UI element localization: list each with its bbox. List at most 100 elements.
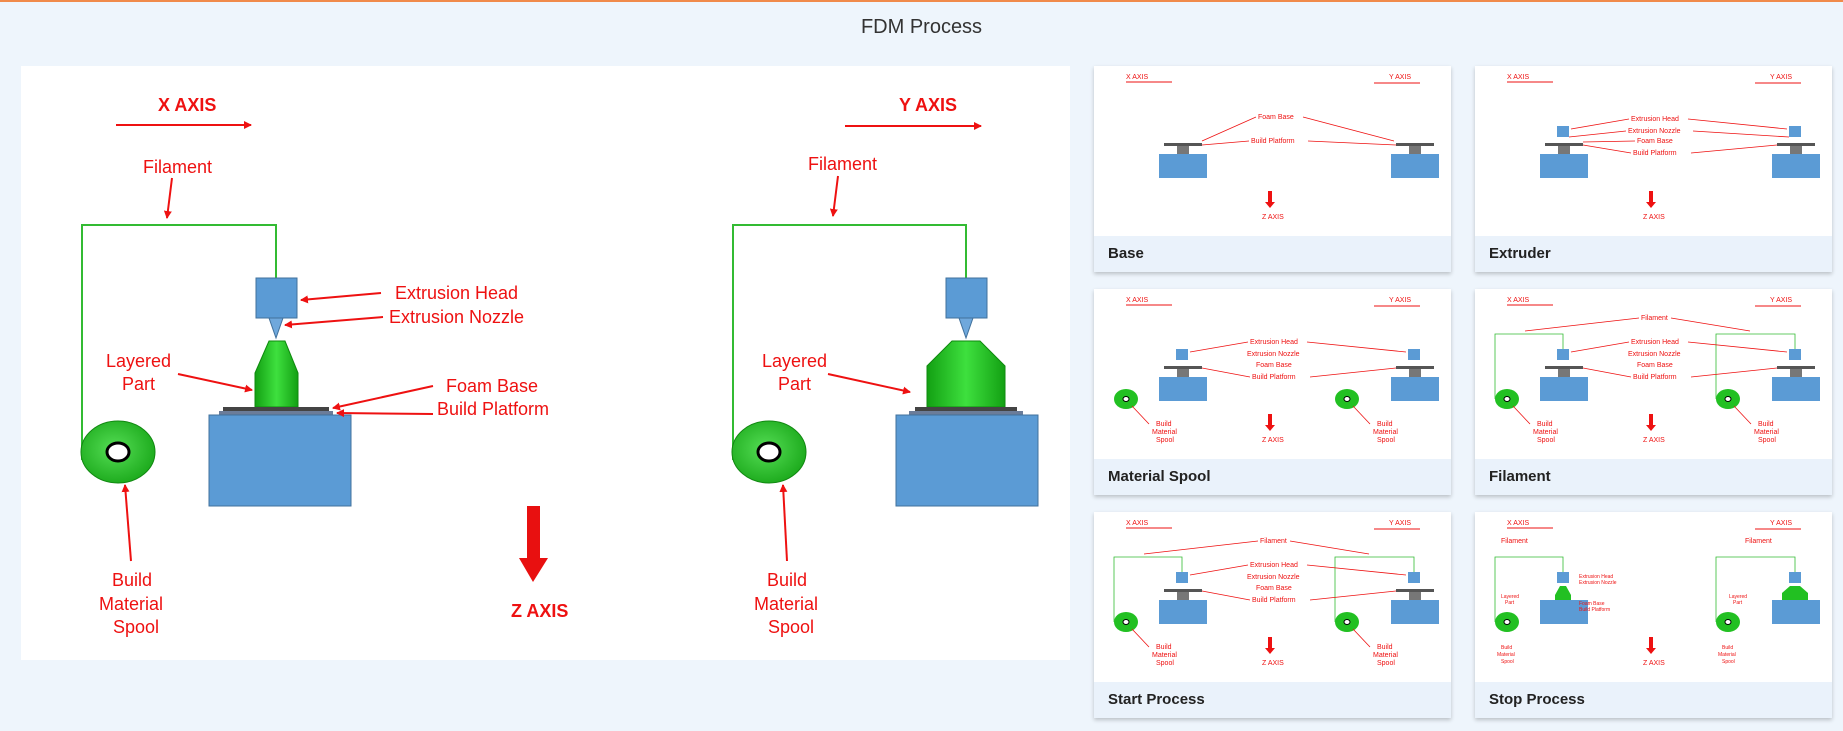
svg-text:Extrusion Nozzle: Extrusion Nozzle bbox=[1628, 351, 1681, 358]
svg-text:X AXIS: X AXIS bbox=[1126, 520, 1149, 527]
filament-label-right: Filament bbox=[808, 154, 877, 174]
step-label: Extruder bbox=[1475, 236, 1832, 272]
svg-text:Extrusion Head: Extrusion Head bbox=[1250, 562, 1298, 569]
svg-text:Y AXIS: Y AXIS bbox=[1389, 297, 1411, 304]
svg-text:Material: Material bbox=[1152, 429, 1177, 436]
svg-text:X AXIS: X AXIS bbox=[1507, 520, 1530, 527]
layered-part-label-2: Part bbox=[122, 374, 155, 394]
svg-text:Part: Part bbox=[1505, 600, 1515, 606]
layered-part bbox=[254, 340, 299, 408]
svg-text:Build: Build bbox=[1537, 421, 1553, 428]
svg-text:Build Platform: Build Platform bbox=[1633, 374, 1677, 381]
build-platform-label: Build Platform bbox=[437, 399, 549, 419]
svg-text:Extrusion Head: Extrusion Head bbox=[1579, 574, 1613, 580]
svg-text:Build: Build bbox=[1156, 421, 1172, 428]
svg-text:Y AXIS: Y AXIS bbox=[1389, 74, 1411, 81]
svg-text:Foam Base: Foam Base bbox=[1637, 138, 1673, 145]
step-label: Base bbox=[1094, 236, 1451, 272]
svg-text:Foam Base: Foam Base bbox=[1637, 362, 1673, 369]
svg-text:Foam Base: Foam Base bbox=[1256, 585, 1292, 592]
svg-text:Build: Build bbox=[1501, 645, 1512, 651]
spool-label-right-1: Build bbox=[767, 570, 807, 590]
svg-text:Extrusion Nozzle: Extrusion Nozzle bbox=[1579, 580, 1617, 586]
svg-text:Spool: Spool bbox=[1156, 437, 1174, 444]
svg-text:Z AXIS: Z AXIS bbox=[1262, 214, 1284, 221]
svg-text:Material: Material bbox=[1533, 429, 1558, 436]
fdm-diagram: X AXIS Y AXIS Filament Extrusion Head bbox=[80, 95, 1039, 637]
svg-text:Build Platform: Build Platform bbox=[1633, 150, 1677, 157]
thumbnail-material-spool: X AXIS Y AXIS Extrusion Head Extrusion N… bbox=[1114, 297, 1439, 444]
svg-text:Spool: Spool bbox=[1537, 437, 1555, 444]
fdm-diagram-panel: X AXIS Y AXIS Filament Extrusion Head bbox=[21, 66, 1070, 660]
svg-text:Z AXIS: Z AXIS bbox=[1643, 437, 1665, 444]
svg-text:Build: Build bbox=[1156, 644, 1172, 651]
svg-text:Y AXIS: Y AXIS bbox=[1770, 520, 1792, 527]
svg-text:Material: Material bbox=[1718, 652, 1736, 658]
svg-text:Build Platform: Build Platform bbox=[1252, 597, 1296, 604]
layered-part-label-right-1: Layered bbox=[762, 351, 827, 371]
extrusion-nozzle-label: Extrusion Nozzle bbox=[389, 307, 524, 327]
svg-text:Material: Material bbox=[1373, 429, 1398, 436]
svg-text:Y AXIS: Y AXIS bbox=[1770, 74, 1792, 81]
svg-text:X AXIS: X AXIS bbox=[1507, 297, 1530, 304]
layered-part-label-right-2: Part bbox=[778, 374, 811, 394]
svg-text:Spool: Spool bbox=[1501, 659, 1514, 665]
step-label: Start Process bbox=[1094, 682, 1451, 718]
spool-label-3: Spool bbox=[113, 617, 159, 637]
step-card-start-process[interactable]: X AXIS Y AXIS Filament Extrusion Head Ex… bbox=[1094, 512, 1451, 718]
svg-text:Build: Build bbox=[1722, 645, 1733, 651]
svg-text:Z AXIS: Z AXIS bbox=[1262, 437, 1284, 444]
step-label: Filament bbox=[1475, 459, 1832, 495]
step-card-material-spool[interactable]: X AXIS Y AXIS Extrusion Head Extrusion N… bbox=[1094, 289, 1451, 495]
svg-text:Z AXIS: Z AXIS bbox=[1262, 660, 1284, 667]
spool-label-right-3: Spool bbox=[768, 617, 814, 637]
step-card-stop-process[interactable]: X AXIS Y AXIS Filament Filament Extrusio… bbox=[1475, 512, 1832, 718]
step-card-extruder[interactable]: X AXIS Y AXIS Extrusion Head Extrusion N… bbox=[1475, 66, 1832, 272]
y-axis-label: Y AXIS bbox=[899, 95, 957, 115]
filament-label: Filament bbox=[143, 157, 212, 177]
svg-text:Spool: Spool bbox=[1758, 437, 1776, 444]
svg-text:Part: Part bbox=[1733, 600, 1743, 606]
svg-text:Y AXIS: Y AXIS bbox=[1770, 297, 1792, 304]
svg-text:Build: Build bbox=[1377, 644, 1393, 651]
left-machine bbox=[80, 224, 352, 507]
thumbnail-filament: X AXIS Y AXIS Filament Extrusion Head Ex… bbox=[1494, 297, 1820, 444]
svg-text:Build: Build bbox=[1758, 421, 1774, 428]
step-card-filament[interactable]: X AXIS Y AXIS Filament Extrusion Head Ex… bbox=[1475, 289, 1832, 495]
page-title: FDM Process bbox=[860, 16, 983, 38]
right-machine bbox=[731, 224, 1039, 507]
step-card-base[interactable]: X AXIS Y AXIS Foam Base Build Platform Z… bbox=[1094, 66, 1451, 272]
svg-text:Z AXIS: Z AXIS bbox=[1643, 214, 1665, 221]
svg-text:Material: Material bbox=[1152, 652, 1177, 659]
svg-text:Filament: Filament bbox=[1260, 538, 1287, 545]
svg-text:Extrusion Nozzle: Extrusion Nozzle bbox=[1247, 574, 1300, 581]
step-label: Stop Process bbox=[1475, 682, 1832, 718]
thumbnail-extruder: X AXIS Y AXIS Extrusion Head Extrusion N… bbox=[1507, 74, 1820, 221]
svg-text:Build Platform: Build Platform bbox=[1251, 138, 1295, 145]
svg-text:Foam Base: Foam Base bbox=[1256, 362, 1292, 369]
spool-label-1: Build bbox=[112, 570, 152, 590]
svg-text:Foam Base: Foam Base bbox=[1258, 114, 1294, 121]
build-platform bbox=[219, 411, 333, 415]
thumbnail-base: X AXIS Y AXIS Foam Base Build Platform Z… bbox=[1126, 74, 1439, 221]
spool-label-2: Material bbox=[99, 594, 163, 614]
svg-text:Extrusion Head: Extrusion Head bbox=[1631, 339, 1679, 346]
svg-text:Spool: Spool bbox=[1722, 659, 1735, 665]
svg-text:Filament: Filament bbox=[1745, 538, 1772, 545]
extrusion-nozzle bbox=[268, 317, 284, 340]
svg-text:X AXIS: X AXIS bbox=[1507, 74, 1530, 81]
svg-text:Extrusion Nozzle: Extrusion Nozzle bbox=[1247, 351, 1300, 358]
svg-text:Extrusion Head: Extrusion Head bbox=[1250, 339, 1298, 346]
extrusion-head-label: Extrusion Head bbox=[395, 283, 518, 303]
extrusion-head bbox=[255, 277, 298, 319]
filament-line bbox=[81, 224, 277, 460]
spool-label-right-2: Material bbox=[754, 594, 818, 614]
svg-text:Layered: Layered bbox=[1501, 594, 1519, 600]
svg-text:Layered: Layered bbox=[1729, 594, 1747, 600]
svg-text:Z AXIS: Z AXIS bbox=[1643, 660, 1665, 667]
svg-text:X AXIS: X AXIS bbox=[1126, 74, 1149, 81]
svg-text:Extrusion Head: Extrusion Head bbox=[1631, 116, 1679, 123]
svg-text:Build Platform: Build Platform bbox=[1252, 374, 1296, 381]
thumbnail-stop-process: X AXIS Y AXIS Filament Filament Extrusio… bbox=[1494, 520, 1820, 667]
z-axis-arrow bbox=[519, 506, 548, 582]
